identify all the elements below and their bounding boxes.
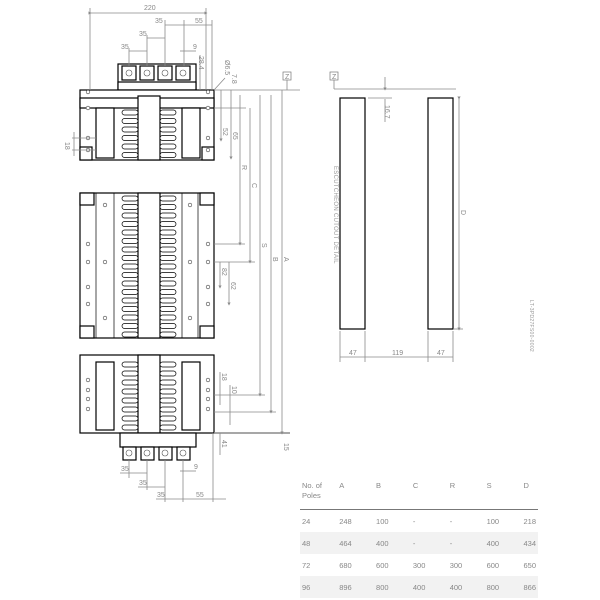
mounting-holes — [85, 89, 211, 412]
cell-r: - — [449, 516, 453, 526]
svg-text:35: 35 — [139, 480, 147, 487]
cell-a: 896 — [337, 576, 375, 598]
svg-text:R: R — [240, 165, 247, 170]
top-terminal-assembly — [117, 63, 197, 91]
dim-overall-width: 220 — [144, 5, 156, 12]
cell-s: 800 — [484, 576, 522, 598]
svg-text:Z: Z — [285, 74, 290, 81]
cell-b: 800 — [374, 576, 411, 598]
svg-text:52: 52 — [221, 128, 228, 136]
cell-a: 248 — [339, 516, 352, 526]
header-s: S — [484, 477, 522, 510]
svg-text:9: 9 — [194, 464, 198, 471]
cell-a: 680 — [339, 560, 352, 570]
drawing-code: LT-3PD27FS00-0002 — [528, 300, 534, 352]
cell-s: 400 — [484, 532, 522, 554]
svg-text:15: 15 — [282, 443, 289, 451]
cell-d: 650 — [523, 560, 536, 570]
svg-text:Z: Z — [332, 74, 337, 81]
cell-d: 434 — [521, 532, 538, 554]
svg-text:35: 35 — [121, 44, 129, 51]
svg-text:35: 35 — [121, 466, 129, 473]
svg-text:119: 119 — [392, 350, 403, 357]
svg-text:35: 35 — [157, 492, 165, 499]
svg-text:7.8: 7.8 — [230, 74, 237, 84]
cell-poles: 96 — [300, 576, 338, 598]
header-a: A — [337, 477, 375, 510]
cell-a: 464 — [337, 532, 375, 554]
cell-c: 300 — [412, 560, 426, 570]
table-row: 72 680 600 300 300 600 650 — [300, 554, 538, 576]
cell-s: 600 — [486, 560, 500, 570]
svg-text:28.4: 28.4 — [197, 56, 204, 70]
cell-r: 300 — [449, 560, 463, 570]
terminal-lugs — [121, 109, 177, 431]
svg-text:47: 47 — [437, 350, 445, 357]
header-r: R — [447, 477, 485, 510]
svg-text:55: 55 — [196, 492, 204, 499]
svg-text:41: 41 — [220, 440, 227, 448]
front-view-dimensions: 220 35 55 35 35 9 28.4 Ø6.5 7.8 Z 52 65 … — [63, 5, 300, 502]
svg-text:D: D — [459, 210, 466, 215]
cell-d: 218 — [523, 516, 536, 526]
cell-b: 100 — [376, 516, 389, 526]
table-row: 48 464 400 - - 400 434 — [300, 532, 538, 554]
header-c: C — [410, 477, 448, 510]
svg-text:62: 62 — [229, 282, 236, 290]
svg-text:18: 18 — [220, 373, 227, 381]
cell-c: - — [412, 516, 416, 526]
cell-poles: 24 — [302, 516, 311, 526]
svg-text:B: B — [271, 257, 278, 262]
cell-r: 400 — [447, 576, 485, 598]
bottom-terminal-assembly — [119, 432, 197, 461]
svg-text:35: 35 — [155, 18, 163, 25]
svg-text:65: 65 — [231, 132, 238, 140]
svg-text:9: 9 — [193, 44, 197, 51]
header-b: B — [374, 477, 411, 510]
cell-s: 100 — [486, 516, 500, 526]
table-row: 24 248 100 - - 100 218 — [300, 510, 538, 533]
svg-text:82: 82 — [220, 268, 227, 276]
svg-text:10: 10 — [230, 386, 237, 394]
cell-c: 400 — [410, 576, 448, 598]
upper-panel-section — [79, 89, 215, 161]
svg-text:S: S — [260, 243, 267, 248]
cell-r: - — [447, 532, 485, 554]
cell-c: - — [410, 532, 448, 554]
cutout-detail-title: ESCUTCHEON CUTOUT DETAIL — [332, 166, 338, 264]
cell-b: 600 — [376, 560, 389, 570]
escutcheon-cutout-detail: Z 16.7 D 47 119 47 — [329, 71, 466, 362]
svg-text:35: 35 — [139, 31, 147, 38]
lower-panel-section — [79, 354, 215, 434]
cell-poles: 48 — [300, 532, 338, 554]
svg-text:18: 18 — [63, 142, 70, 150]
svg-text:47: 47 — [349, 350, 357, 357]
svg-text:16.7: 16.7 — [383, 105, 390, 119]
svg-text:C: C — [250, 183, 257, 188]
cell-poles: 72 — [302, 560, 311, 570]
cell-b: 400 — [374, 532, 411, 554]
svg-text:Ø6.5: Ø6.5 — [223, 60, 230, 75]
svg-text:55: 55 — [195, 18, 203, 25]
cell-d: 866 — [521, 576, 538, 598]
table-row: 96 896 800 400 400 800 866 — [300, 576, 538, 598]
svg-text:A: A — [282, 257, 289, 262]
header-d: D — [521, 477, 538, 510]
middle-panel-section — [79, 192, 215, 339]
